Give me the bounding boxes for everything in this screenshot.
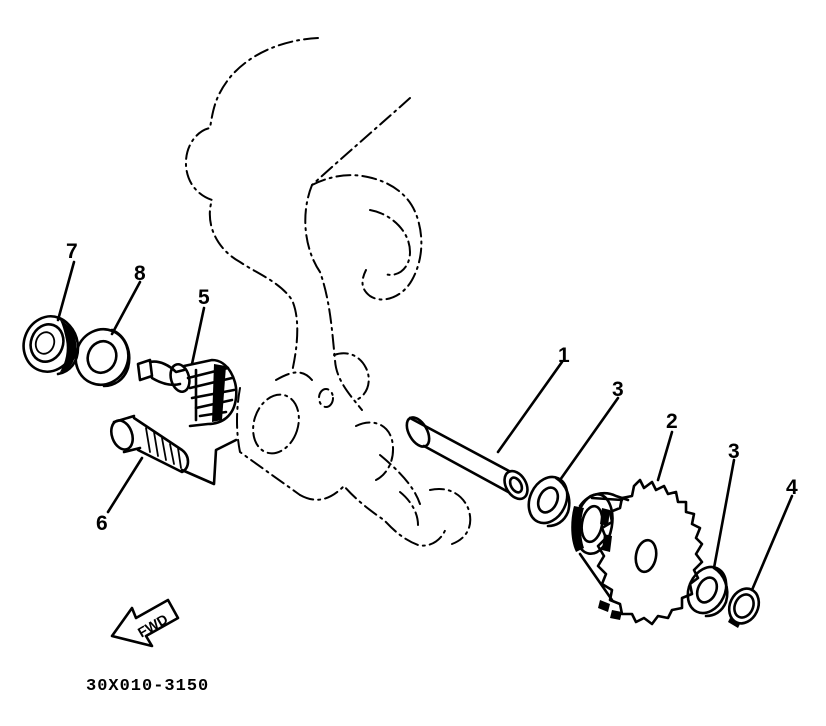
drawing-code: 30X010-3150: [86, 677, 209, 696]
part-2-idle-gear: [571, 478, 704, 626]
fwd-arrow-icon: FWD: [110, 598, 180, 648]
part-7-oil-seal: [22, 315, 80, 376]
callout-6: 6: [96, 512, 108, 535]
part-6-bolt: [109, 414, 190, 474]
callout-2: 2: [666, 410, 678, 433]
part-3-washer-a: [527, 475, 571, 528]
callout-8: 8: [134, 262, 146, 285]
callout-5: 5: [198, 286, 210, 309]
part-1-shaft: [405, 416, 529, 501]
part-4-circlip: [727, 587, 761, 628]
part-5-gear-shaft: [136, 358, 238, 428]
callout-7: 7: [66, 240, 78, 263]
callout-4: 4: [786, 476, 798, 499]
leader-lines: [56, 260, 794, 592]
part-3-washer-b: [686, 565, 729, 618]
bolt-leader-zigzag: [180, 438, 238, 486]
callout-3b: 3: [728, 440, 740, 463]
engine-housing-outline: [184, 37, 472, 547]
callout-1: 1: [558, 344, 570, 367]
callout-3a: 3: [612, 378, 624, 401]
